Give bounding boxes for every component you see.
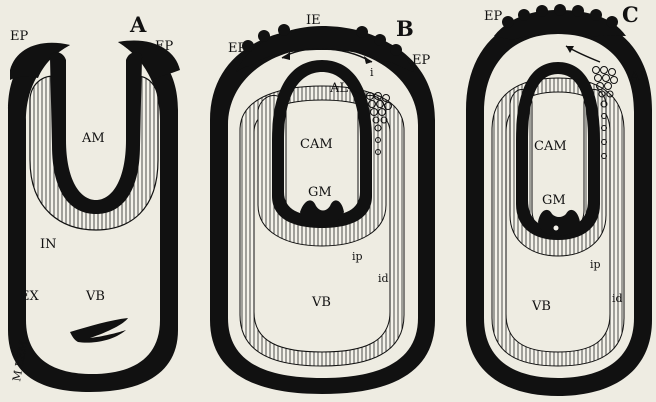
panel-b-label-vb: VB [311,295,331,310]
panel-a-label-am: AM [81,131,105,146]
panel-c-label-ep: EP [484,9,502,24]
panel-b-label-ep-right: EP [412,53,430,68]
panel-c-germ-dot [554,226,559,231]
panel-b-label-i: i [370,66,374,79]
panel-c-label-cam: CAM [534,139,567,154]
panel-c-label-id: id [612,292,623,305]
panel-a-label-ep-right: EP [155,39,173,54]
panel-b-label-id: id [378,272,389,285]
panel-b-label-ie: IE [306,13,321,28]
panel-a-label-in: IN [40,237,57,252]
panel-c-label-gm: GM [542,193,566,208]
panel-b: B IE EP EP i AL CAM GM ip id VB [210,13,435,394]
panel-c-label-al: AL [629,69,648,84]
panel-a-embryo-fragment [70,318,128,343]
panel-c-letter: C [622,2,639,27]
panel-b-label-al: AL [329,81,348,96]
panel-c-label-vb: VB [531,299,551,314]
panel-c-label-ip: ip [590,258,601,271]
panel-b-label-ip: ip [352,250,363,263]
panel-c: C EP AL CAM GM ip id VB [466,2,652,396]
panel-b-label-ep-left: EP [228,41,246,56]
panel-a: A EP EP AM IN EX VB M.LEM [8,12,180,392]
panel-a-label-ep-left: EP [10,29,28,44]
panel-b-label-gm: GM [308,185,332,200]
panel-b-label-cam: CAM [300,137,333,152]
panel-a-label-ex: EX [20,289,39,304]
panel-a-label-vb: VB [85,289,105,304]
panel-a-letter: A [129,12,147,37]
panel-b-letter: B [396,16,414,41]
